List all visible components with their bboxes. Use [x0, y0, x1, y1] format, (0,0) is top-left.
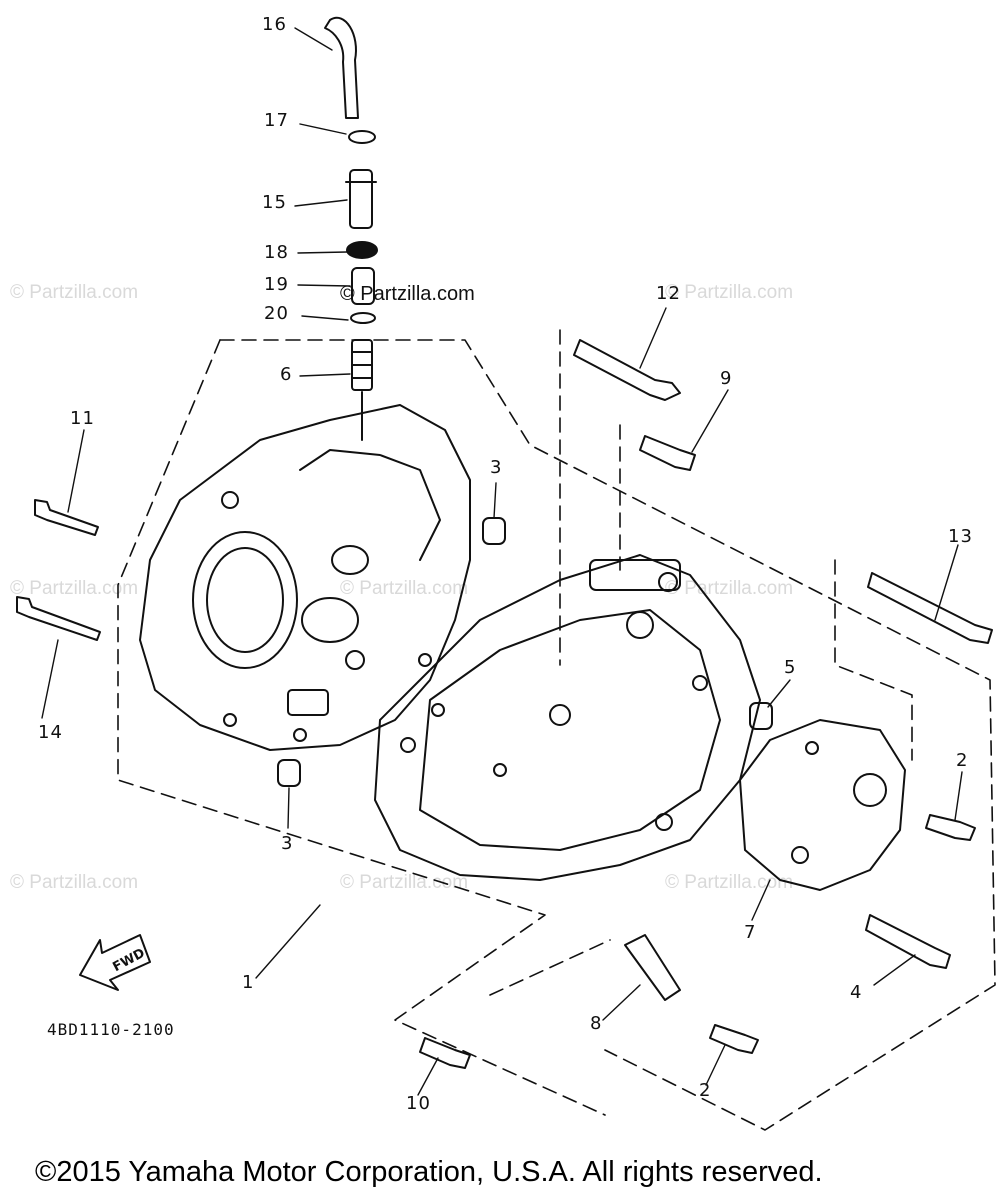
callout-17: 17	[264, 110, 289, 131]
watermark: © Partzilla.com	[665, 282, 794, 303]
dowel-pin	[482, 517, 506, 545]
callout-2: 2	[699, 1080, 712, 1101]
callout-12: 12	[656, 283, 681, 304]
bolt	[16, 339, 993, 1069]
breather-joint	[349, 169, 373, 229]
pipe	[351, 267, 375, 305]
leader-line	[41, 27, 963, 1096]
assembly-outline	[117, 329, 996, 1131]
crank-bore	[192, 531, 298, 669]
watermark: © Partzilla.com	[665, 872, 794, 893]
callout-6: 6	[280, 364, 293, 385]
crankcase-right	[374, 554, 761, 881]
dowel-pin	[749, 702, 773, 730]
clip	[350, 312, 376, 324]
callout-20: 20	[264, 303, 289, 324]
crankcase-cover	[739, 719, 906, 891]
forward-arrow-icon	[79, 934, 151, 991]
callout-15: 15	[262, 192, 287, 213]
breather-hose	[324, 16, 359, 119]
callout-5: 5	[784, 657, 797, 678]
clamp	[346, 241, 378, 259]
callout-2: 2	[956, 750, 969, 771]
watermark: © Partzilla.com	[10, 872, 139, 893]
watermark: © Partzilla.com	[10, 578, 139, 599]
callout-13: 13	[948, 526, 973, 547]
callout-3: 3	[281, 833, 294, 854]
watermark-main: © Partzilla.com	[340, 283, 475, 305]
hose-clip	[348, 130, 376, 144]
crankcase-left	[139, 404, 471, 751]
copyright-notice: ©2015 Yamaha Motor Corporation, U.S.A. A…	[35, 1156, 823, 1188]
plate	[624, 934, 681, 1001]
callout-16: 16	[262, 14, 287, 35]
callout-3: 3	[490, 457, 503, 478]
watermark: © Partzilla.com	[340, 578, 469, 599]
callout-10: 10	[406, 1093, 431, 1114]
callout-14: 14	[38, 722, 63, 743]
watermark: © Partzilla.com	[10, 282, 139, 303]
callout-9: 9	[720, 368, 733, 389]
dowel-pin	[277, 759, 301, 787]
callout-4: 4	[850, 982, 863, 1003]
callout-19: 19	[264, 274, 289, 295]
callout-18: 18	[264, 242, 289, 263]
diagram-code: 4BD1110-2100	[47, 1020, 175, 1039]
callout-11: 11	[70, 408, 95, 429]
callout-7: 7	[744, 922, 757, 943]
watermark: © Partzilla.com	[340, 872, 469, 893]
callout-8: 8	[590, 1013, 603, 1034]
callout-1: 1	[242, 972, 255, 993]
